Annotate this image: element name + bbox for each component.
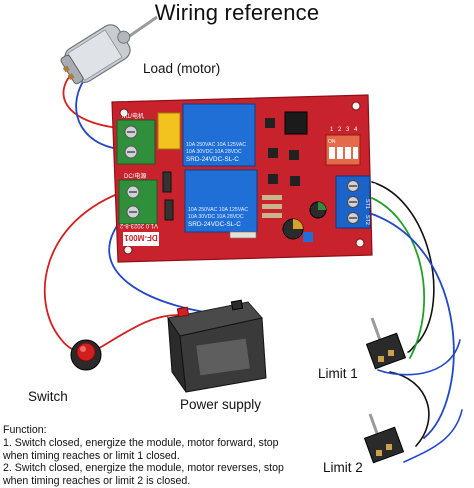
motor-terminal-block: [116, 119, 156, 165]
function-line: 1. Switch closed, energize the module, m…: [3, 436, 279, 449]
switch-to-battery-wire: [95, 314, 179, 351]
dip-number-4: 4: [354, 127, 358, 133]
power-supply-label: Power supply: [180, 397, 262, 412]
page-title: Wiring reference: [154, 0, 320, 25]
pin-label-gnd: GND: [370, 183, 376, 195]
relay-1: 10A 250VAC 10A 125VAC 10A 30VDC 10A 28VD…: [182, 103, 256, 167]
function-heading: Function:: [3, 424, 47, 436]
limit2-return-wire-blue: [403, 409, 463, 463]
yellow-capacitor: [157, 112, 181, 150]
function-line: 2. Switch closed, energize the module, m…: [3, 462, 284, 475]
function-line: when timing reaches or limit 1 closed.: [3, 449, 180, 462]
dc-wire-red: [43, 189, 129, 351]
limit-switch-2: [363, 413, 405, 464]
pin-label-st1: ST1: [364, 199, 370, 209]
relay-2: 10A 250VAC 10A 125VAC 10A 30VDC 10A 28VD…: [184, 169, 258, 233]
relay-1-model: SRD-24VDC-SL-C: [186, 156, 239, 163]
limit-2-label: Limit 2: [323, 460, 363, 475]
terminal-top-label: M1/电机: [122, 112, 144, 120]
limit-common-wire-black: [389, 371, 430, 447]
ic-chip: [284, 111, 308, 135]
limit1-return-wire-blue: [377, 339, 461, 376]
relay-1-rating-line-1: 10A 250VAC 10A 125VAC: [186, 142, 246, 148]
terminal-bottom-label: DC/电源: [124, 172, 146, 180]
motor: [60, 15, 158, 85]
diode: [162, 171, 172, 193]
transistors: [265, 118, 300, 186]
relay-module-board: M1/电机 DC/电源 10A 250VAC 10A 125VAC 10A 30…: [111, 94, 376, 263]
relay-2-model: SRD-24VDC-SL-C: [188, 221, 241, 228]
function-line: when timing reaches or limit 2 is closed…: [3, 475, 191, 488]
gnd-wire-black: [371, 181, 435, 353]
st2-wire-blue: [371, 213, 455, 439]
push-switch: [70, 339, 102, 371]
board-date: V1.0 2023-8-2: [119, 222, 158, 228]
diode: [164, 199, 174, 221]
dip-switch: ON 1 2 3 4: [325, 127, 361, 166]
limit-1-label: Limit 1: [318, 366, 358, 381]
board-model: DF-M001: [124, 233, 158, 242]
limit-terminal-block: [335, 175, 371, 229]
function-description: Function: 1. Switch closed, energize the…: [3, 424, 284, 488]
dip-on-label: ON: [328, 139, 336, 145]
wires: [43, 67, 463, 463]
relay-2-rating-line-2: 10A 30VDC 10A 28VDC: [188, 214, 244, 220]
resistors: [229, 195, 282, 239]
pin-label-st2: ST2: [364, 215, 370, 225]
power-terminal-block: [118, 179, 158, 225]
dip-number-1: 1: [330, 127, 334, 133]
st1-wire-green: [371, 197, 426, 359]
potentiometer: [303, 232, 313, 242]
switch-label: Switch: [28, 389, 68, 404]
load-label: Load (motor): [143, 61, 221, 76]
battery: [167, 299, 267, 393]
dip-number-2: 2: [338, 127, 342, 133]
limit-switch-1: [365, 317, 407, 370]
relay-2-rating-line-1: 10A 250VAC 10A 125VAC: [188, 207, 248, 213]
dip-number-3: 3: [346, 127, 350, 133]
relay-1-rating-line-2: 10A 30VDC 10A 28VDC: [186, 149, 242, 155]
